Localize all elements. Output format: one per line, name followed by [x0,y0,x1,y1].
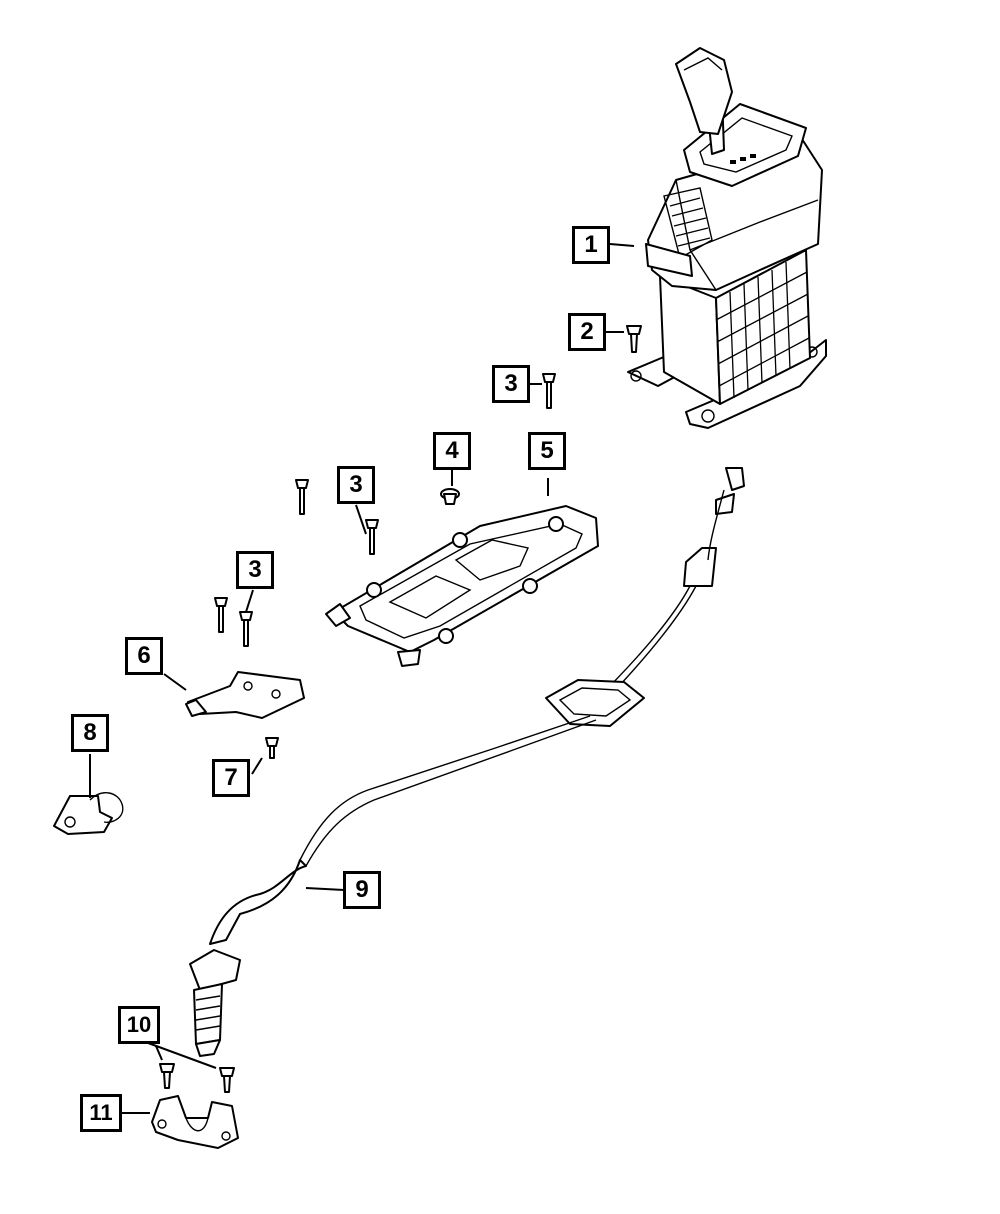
callout-3[interactable]: 3 [337,466,375,504]
bolt-icon [626,325,642,353]
bracket-plate-icon [325,505,599,667]
cable-bracket-icon [151,1095,239,1149]
callout-6[interactable]: 6 [125,637,163,675]
callout-11[interactable]: 11 [80,1094,122,1132]
wire-clip-icon [53,792,124,835]
cable-bracket-icon [185,671,305,719]
callout-8[interactable]: 8 [71,714,109,752]
callout-1[interactable]: 1 [572,226,610,264]
screw-icon [214,373,556,647]
shifter-assembly-icon [627,47,827,429]
callout-3[interactable]: 3 [236,551,274,589]
leader-lines [89,243,635,1114]
callout-10[interactable]: 10 [118,1006,160,1044]
callout-3[interactable]: 3 [492,365,530,403]
callout-9[interactable]: 9 [343,871,381,909]
bolt-icon [159,1063,235,1093]
callout-4[interactable]: 4 [433,432,471,470]
callout-2[interactable]: 2 [568,313,606,351]
callout-5[interactable]: 5 [528,432,566,470]
callout-7[interactable]: 7 [212,759,250,797]
shift-cable-icon [189,467,745,1057]
bolt-icon [265,737,279,759]
push-pin-icon [440,488,460,505]
